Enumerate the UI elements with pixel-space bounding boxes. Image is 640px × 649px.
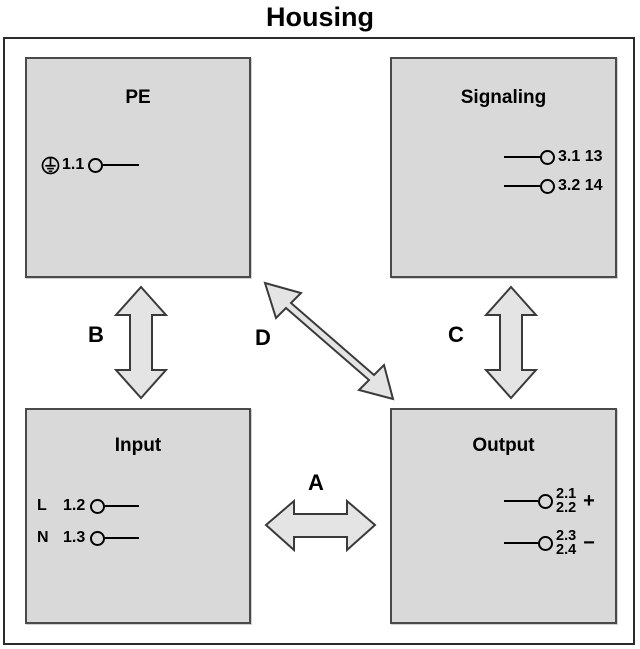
terminal-lead-2-3 bbox=[504, 542, 538, 544]
terminal-circle-1-3 bbox=[90, 530, 106, 546]
terminal-label-1-1: 1.1 bbox=[62, 156, 85, 173]
terminal-label-stack-2-1: 2.1 2.2 bbox=[556, 486, 577, 516]
block-signaling: Signaling 3.1 13 3.2 14 bbox=[390, 57, 617, 278]
terminal-row-3-2: 3.2 14 bbox=[504, 175, 602, 197]
terminal-label-3-2: 3.2 14 bbox=[558, 177, 603, 194]
arrow-c-icon bbox=[483, 285, 539, 400]
terminal-circle-1-2 bbox=[90, 498, 106, 514]
block-input: Input L 1.2 N 1.3 bbox=[25, 408, 251, 624]
block-output: Output 2.1 2.2 + 2.3 2.4 − bbox=[390, 408, 617, 624]
terminal-lead-1-1 bbox=[103, 164, 140, 166]
arrow-d-icon bbox=[263, 281, 395, 401]
block-output-title: Output bbox=[472, 435, 535, 456]
terminal-lead-2-1 bbox=[504, 500, 538, 502]
arrow-b-icon bbox=[113, 285, 169, 400]
block-signaling-title: Signaling bbox=[460, 87, 547, 108]
terminal-circle-1-1 bbox=[88, 157, 104, 173]
terminal-label-1-3: 1.3 bbox=[63, 529, 86, 546]
arrow-d-label: D bbox=[255, 325, 271, 350]
terminal-circle-3-1 bbox=[540, 149, 555, 165]
earth-ground-icon bbox=[41, 156, 60, 175]
block-pe-title: PE bbox=[125, 87, 151, 108]
terminal-sign-plus: + bbox=[583, 489, 595, 512]
terminal-circle-2-3 bbox=[538, 535, 553, 551]
terminal-label-2-4: 2.4 bbox=[556, 542, 577, 558]
terminal-circle-2-1 bbox=[538, 493, 553, 509]
terminal-lead-1-3 bbox=[105, 537, 140, 539]
terminal-row-3-1: 3.1 13 bbox=[504, 146, 602, 168]
block-input-title: Input bbox=[114, 435, 162, 456]
terminal-row-1-2: L 1.2 bbox=[37, 495, 140, 517]
arrow-a-icon bbox=[264, 498, 377, 553]
terminal-label-2-2: 2.2 bbox=[556, 500, 577, 516]
terminal-prefix-N: N bbox=[37, 529, 49, 546]
terminal-row-2-3-2-4: 2.3 2.4 − bbox=[504, 528, 595, 558]
terminal-lead-1-2 bbox=[105, 505, 140, 507]
terminal-label-2-3: 2.3 bbox=[556, 528, 577, 544]
block-pe: PE 1.1 bbox=[25, 57, 251, 278]
terminal-label-2-1: 2.1 bbox=[556, 486, 577, 502]
page-title: Housing bbox=[266, 2, 374, 32]
arrow-a-label: A bbox=[308, 470, 324, 495]
terminal-prefix-L: L bbox=[37, 497, 47, 514]
terminal-sign-minus: − bbox=[583, 531, 595, 554]
arrow-c-label: C bbox=[448, 322, 464, 347]
terminal-circle-3-2 bbox=[540, 178, 555, 194]
terminal-label-stack-2-3: 2.3 2.4 bbox=[556, 528, 577, 558]
housing-frame bbox=[3, 37, 635, 645]
arrow-b-label: B bbox=[88, 322, 104, 347]
terminal-row-2-1-2-2: 2.1 2.2 + bbox=[504, 486, 595, 516]
terminal-label-1-2: 1.2 bbox=[63, 497, 86, 514]
terminal-label-3-1: 3.1 13 bbox=[558, 148, 603, 165]
terminal-row-1-3: N 1.3 bbox=[37, 527, 140, 549]
terminal-lead-3-2 bbox=[504, 185, 540, 187]
terminal-lead-3-1 bbox=[504, 156, 540, 158]
terminal-row-pe-1-1: 1.1 bbox=[41, 154, 140, 176]
